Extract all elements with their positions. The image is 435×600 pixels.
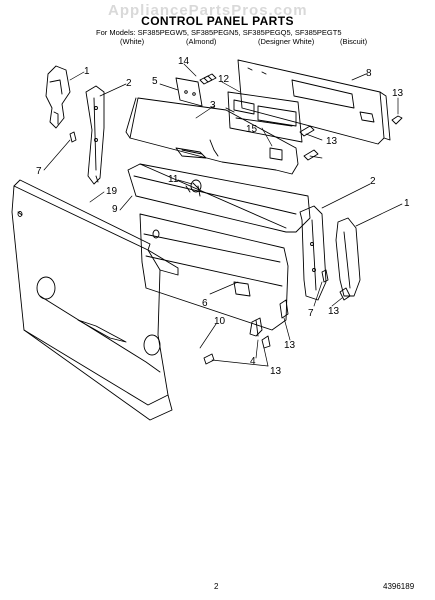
model-list: For Models: SF385PEGW5, SF385PEGN5, SF38… — [96, 28, 367, 46]
callout-13-right: 13 — [328, 306, 340, 317]
left-clip — [69, 131, 77, 143]
variant-white: (White) — [120, 37, 145, 46]
left-end-cap — [45, 65, 71, 129]
callout-13-lower: 13 — [284, 340, 296, 351]
callout-1-left: 1 — [84, 66, 90, 77]
callout-13-top-right: 13 — [392, 88, 404, 99]
clock-knob — [269, 147, 283, 161]
callout-5: 5 — [152, 76, 158, 87]
right-end-cap — [335, 217, 361, 297]
left-side-bracket — [85, 85, 105, 185]
right-clip — [321, 269, 329, 283]
callout-11: 11 — [168, 174, 179, 185]
control-panel-face — [139, 213, 289, 331]
watermark: AppliancePartsPros.com — [108, 2, 308, 19]
callout-10: 10 — [214, 316, 226, 327]
callout-4: 4 — [250, 356, 256, 367]
callout-13-mid: 13 — [326, 136, 338, 147]
callout-2-left: 2 — [126, 78, 132, 89]
callout-8: 8 — [366, 68, 372, 79]
rear-panel — [11, 179, 179, 421]
variant-almond: (Almond) — [186, 37, 217, 46]
callout-13-bottom: 13 — [270, 366, 282, 377]
callout-6: 6 — [202, 298, 208, 309]
variant-biscuit: (Biscuit) — [340, 37, 368, 46]
diagram-title: CONTROL PANEL PARTS — [141, 14, 294, 28]
model-variants: (White) (Almond) (Designer White) (Biscu… — [96, 37, 367, 46]
callout-3: 3 — [210, 100, 216, 111]
leader-lines — [43, 63, 403, 367]
oven-switch — [190, 179, 202, 193]
variant-designer-white: (Designer White) — [258, 37, 315, 46]
callout-1-right: 1 — [404, 198, 410, 209]
screw-set — [199, 75, 403, 161]
callout-19: 19 — [106, 186, 118, 197]
spacer-part — [249, 317, 263, 337]
lower-screws — [203, 287, 351, 365]
back-cover — [237, 59, 391, 145]
control-board-bracket — [175, 73, 217, 107]
model-numbers: For Models: SF385PEGW5, SF385PEGN5, SF38… — [96, 28, 342, 37]
callout-9: 9 — [112, 204, 118, 215]
electronic-control — [227, 91, 303, 143]
right-side-bracket — [299, 205, 327, 301]
callout-15: 15 — [246, 124, 258, 135]
callout-2-right: 2 — [370, 176, 376, 187]
control-panel-backguard — [125, 97, 299, 175]
callout-14: 14 — [178, 56, 190, 67]
callout-7-left: 7 — [36, 166, 42, 177]
callout-7-right: 7 — [308, 308, 314, 319]
page-number: 2 — [214, 582, 219, 591]
control-bezel — [127, 163, 311, 233]
callout-12: 12 — [218, 74, 230, 85]
document-number: 4396189 — [383, 582, 415, 591]
